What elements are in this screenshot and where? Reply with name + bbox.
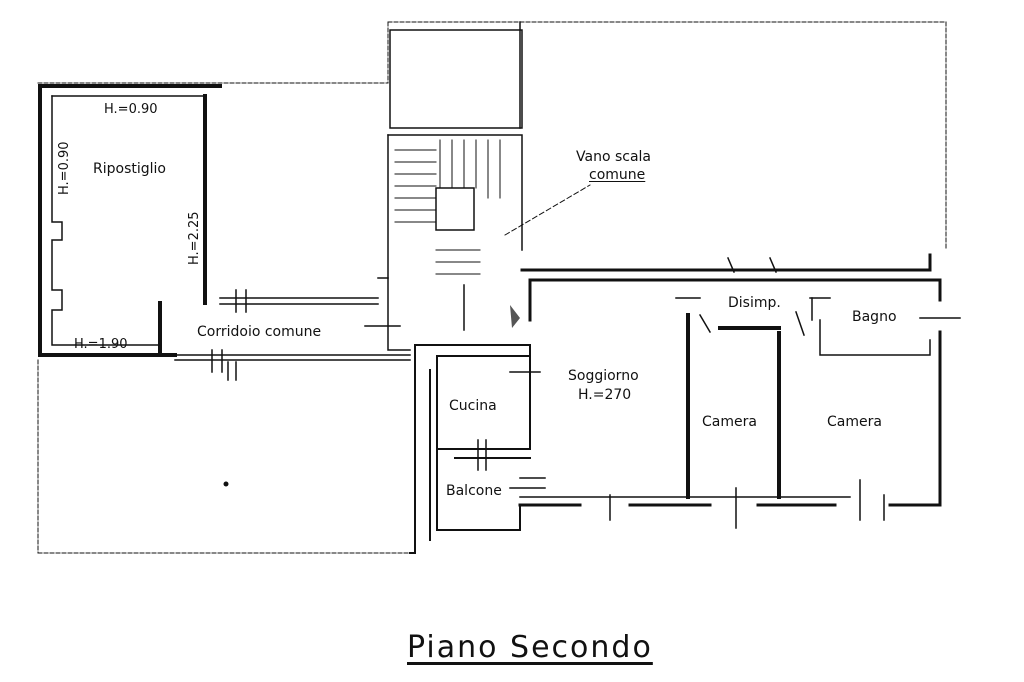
cucina-label: Cucina <box>449 398 497 414</box>
roof-outline <box>37 21 947 554</box>
ripostiglio-walls <box>38 84 222 357</box>
stair-arrow <box>510 305 520 328</box>
bagno-label: Bagno <box>852 309 897 325</box>
plan-title: Piano Secondo <box>407 630 653 665</box>
vano-scala-label: Vano scala <box>576 149 651 165</box>
corridor-walls <box>174 277 411 381</box>
corridoio-label: Corridoio comune <box>197 324 322 340</box>
ripostiglio-label: Ripostiglio <box>93 161 166 177</box>
stair-pointer <box>504 184 591 236</box>
ripostiglio-inner <box>51 95 206 346</box>
terrace-block <box>389 21 523 129</box>
stairwell-walls <box>387 134 523 331</box>
height-bottom-label: H.=1.90 <box>74 337 128 352</box>
soggiorno-height-label: H.=270 <box>578 387 632 403</box>
bagno-walls <box>811 297 931 356</box>
disimpegno-label: Disimp. <box>728 295 781 311</box>
interior-walls <box>686 313 781 499</box>
balcone-label: Balcone <box>446 483 502 499</box>
stair-treads <box>394 139 501 275</box>
camera-label-1: Camera <box>702 414 757 430</box>
apartment-walls <box>518 253 942 507</box>
vano-scala-comune-label: comune <box>589 167 646 183</box>
height-right-label: H.=2.25 <box>187 211 202 265</box>
dot-marker <box>223 481 229 487</box>
camera-label-2: Camera <box>827 414 882 430</box>
kitchen-walls <box>409 344 531 554</box>
soggiorno-label: Soggiorno <box>568 368 639 384</box>
height-top-label: H.=0.90 <box>104 102 158 117</box>
height-left-label: H.=0.90 <box>57 141 72 195</box>
door-ticks <box>211 257 961 529</box>
